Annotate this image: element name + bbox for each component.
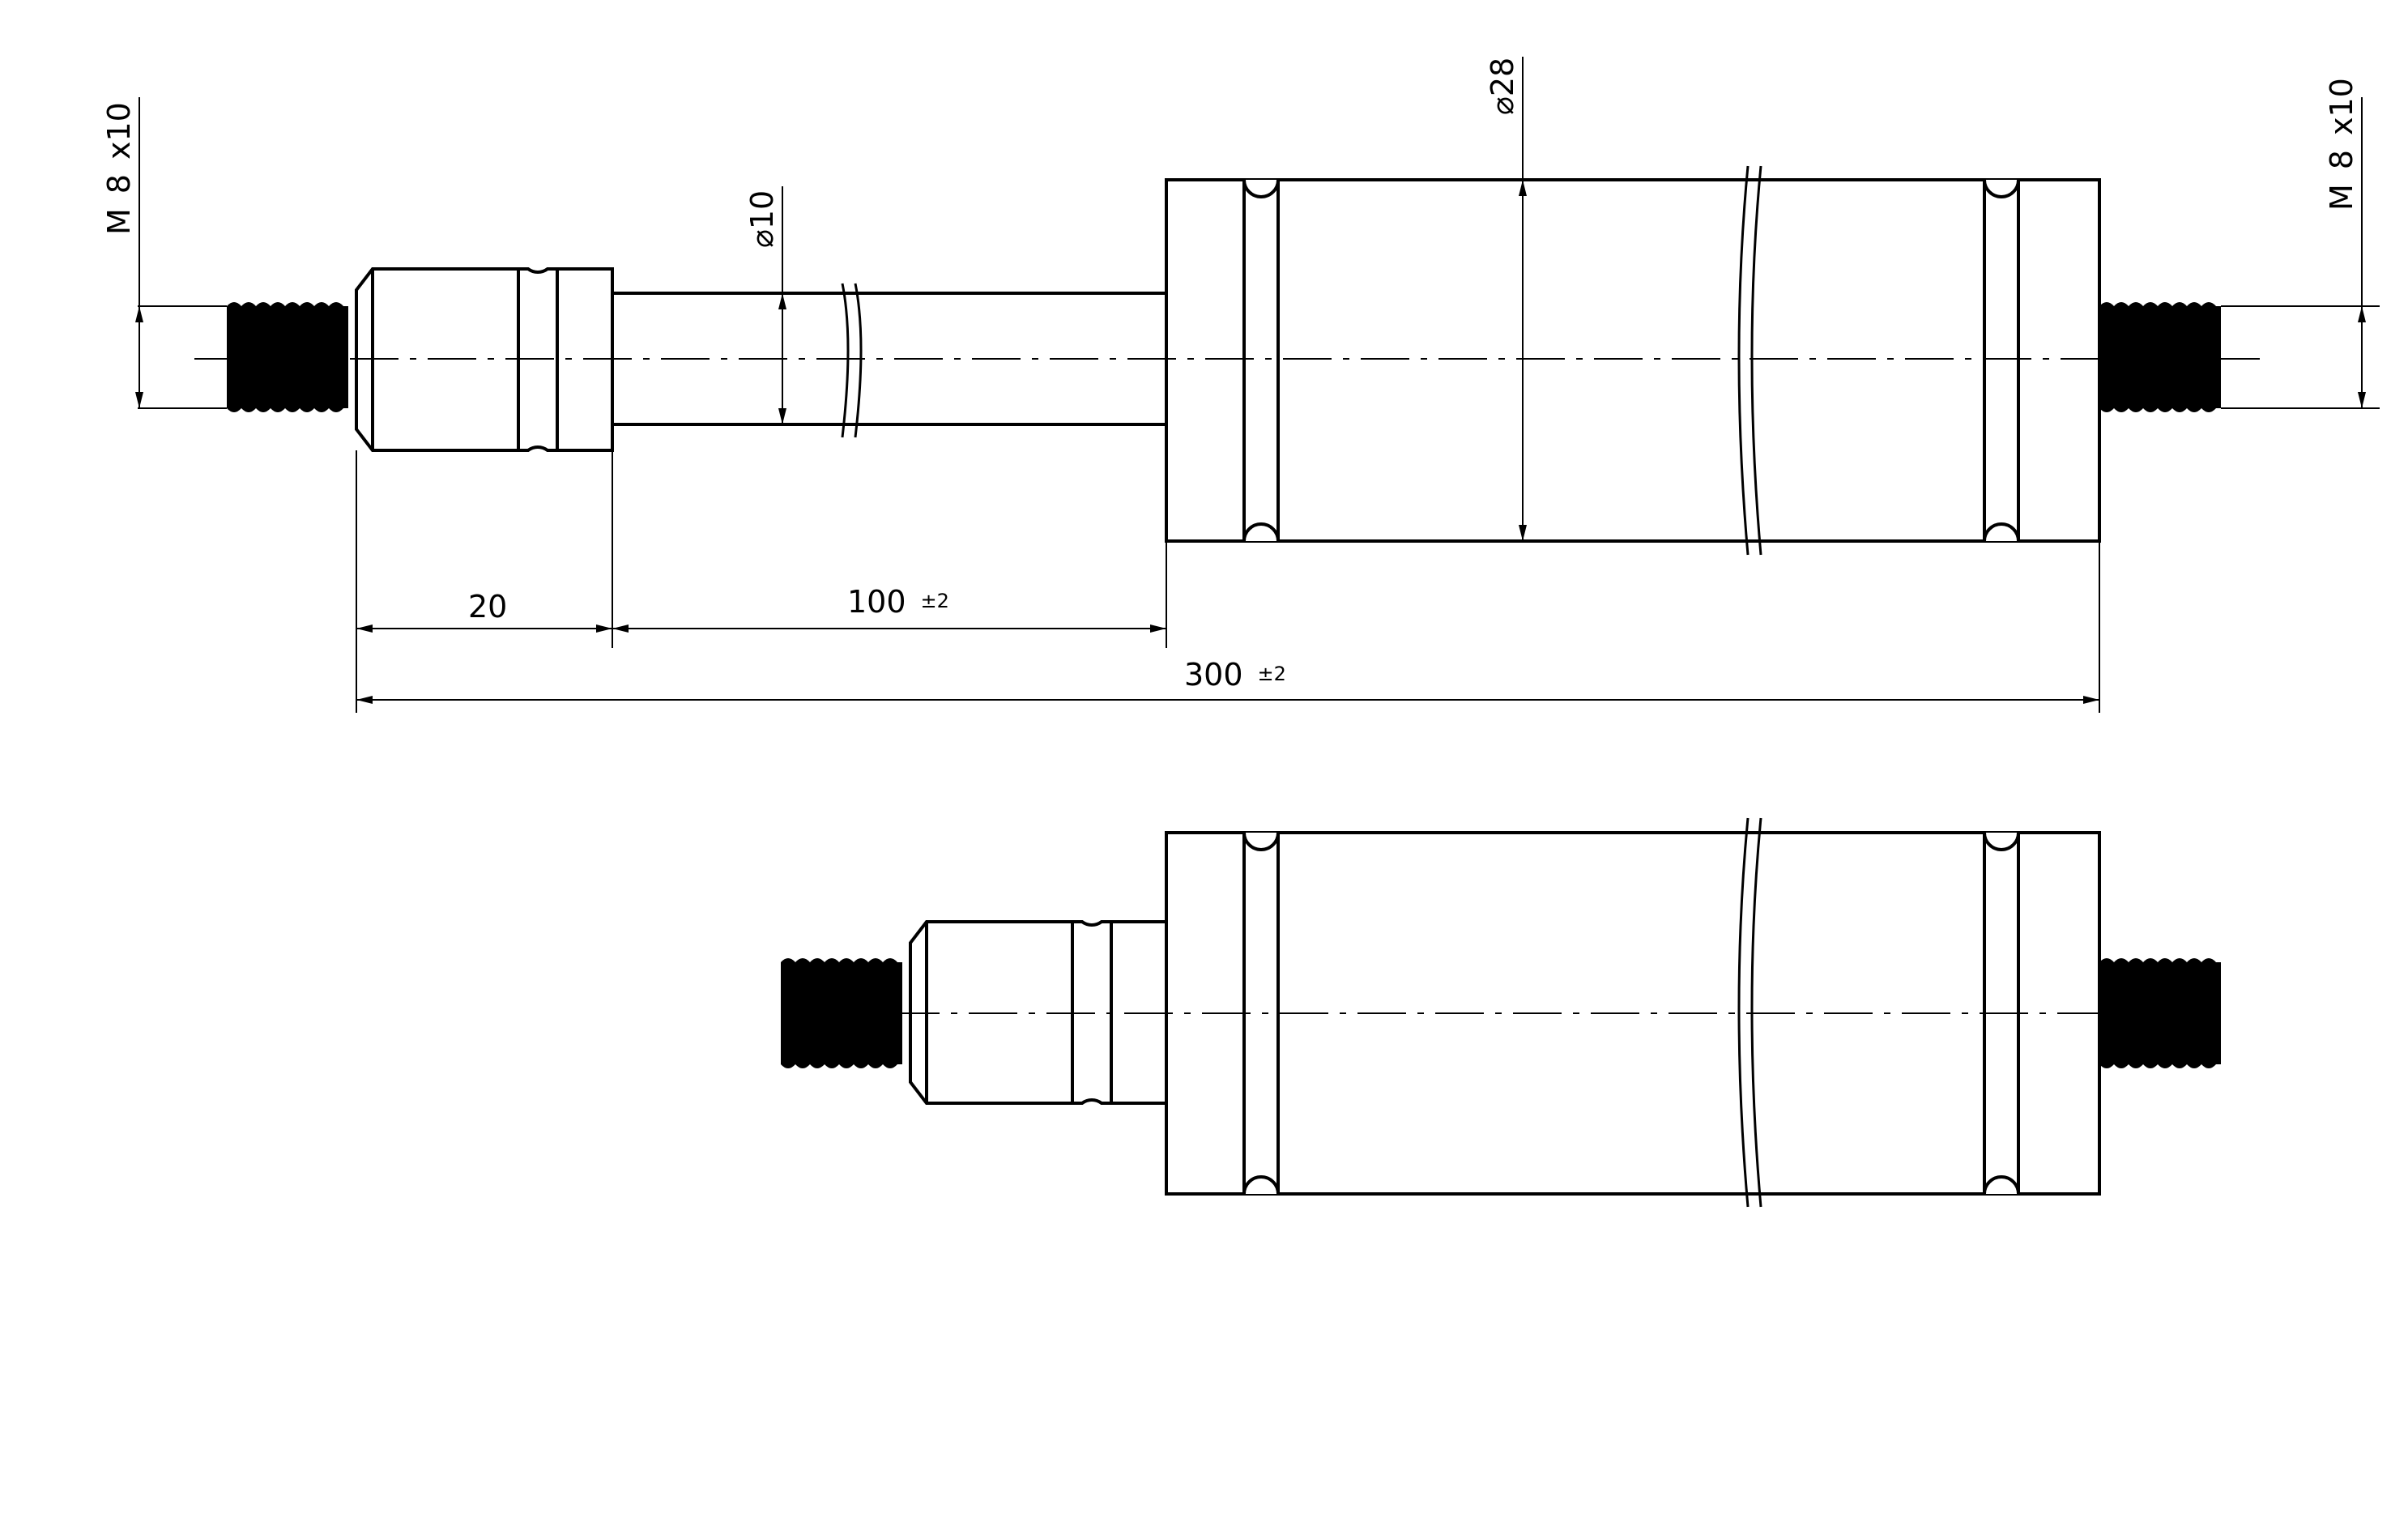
left-thread-stud [227, 302, 348, 412]
dimension-texts: M8x10 M8x10 ⌀10 ⌀28 20 100 ±2 300 ±2 [101, 58, 2359, 693]
end-length-label: 20 [468, 589, 507, 624]
right-thread-stud [2099, 302, 2221, 412]
dimension-lines [135, 57, 2380, 713]
body-diameter-label: ⌀28 [1485, 58, 1520, 115]
cylinder-body [1165, 165, 2101, 556]
piston-rod [612, 283, 1166, 438]
right-thread-label: M8x10 [2324, 78, 2359, 211]
retracted-position-view [781, 817, 2221, 1208]
retracted-left-thread-stud [781, 958, 902, 1068]
stroke-length-label: 100 ±2 [847, 584, 949, 620]
extended-position-view [194, 165, 2260, 556]
rod-diameter-label: ⌀10 [744, 190, 780, 248]
left-thread-label: M8x10 [101, 102, 137, 235]
overall-length-label: 300 ±2 [1184, 657, 1286, 693]
